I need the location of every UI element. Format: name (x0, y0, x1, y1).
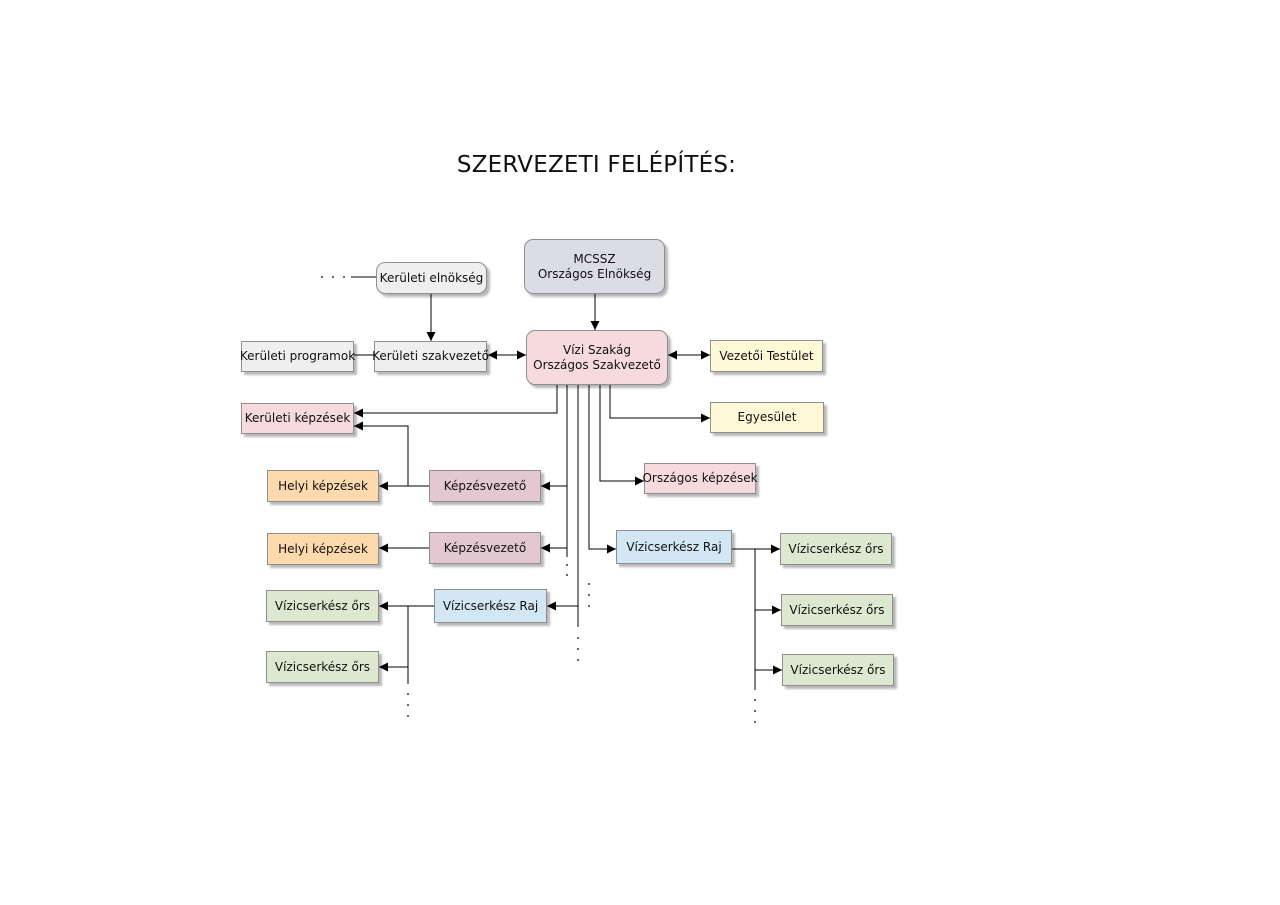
node-keruleti-kepzesek: Kerületi képzések (241, 403, 354, 434)
node-helyi-kepzesek-2: Helyi képzések (267, 533, 379, 565)
node-keruleti-elnokseg-label: Kerületi elnökség (379, 270, 484, 285)
edge-vizi-keruleti-kepzesek (354, 384, 558, 418)
node-keruleti-szakvezeto-label: Kerületi szakvezető (372, 349, 489, 363)
node-orszagos-kepzesek-label: Országos képzések (642, 471, 758, 485)
node-keruleti-szakvezeto: Kerületi szakvezető (372, 341, 489, 372)
node-keruleti-elnokseg: Kerületi elnökség (376, 262, 487, 294)
node-mcssz-line2: Országos Elnökség (537, 266, 652, 281)
node-kepzesvezeto-1-label: Képzésvezető (443, 478, 527, 493)
node-ors-left-2: Vízicserkész őrs (266, 651, 379, 683)
node-ors-left-1: Vízicserkész őrs (266, 590, 379, 622)
node-vizi-szakag-line2: Országos Szakvezető (533, 357, 661, 372)
node-raj-left-label: Vízicserkész Raj (442, 598, 539, 613)
node-egyesulet-label: Egyesület (737, 410, 797, 424)
node-helyi-kepzesek-1-label: Helyi képzések (278, 478, 368, 493)
node-mcssz-line1: MCSSZ (573, 251, 616, 266)
node-vizi-szakag-line1: Vízi Szakág (563, 342, 631, 357)
node-vezetoi-testulet-label: Vezetői Testület (719, 348, 814, 363)
node-ors-right-1-label: Vízicserkész őrs (788, 541, 884, 556)
continuation-dots (407, 564, 756, 723)
node-ors-right-3-label: Vízicserkész őrs (790, 662, 886, 677)
node-ors-right-2-label: Vízicserkész őrs (789, 602, 885, 617)
node-keruleti-kepzesek-label: Kerületi képzések (244, 411, 351, 425)
edge-vizi-orszagos-kepzesek (599, 384, 644, 486)
page-title: SZERVEZETI FELÉPÍTÉS: (456, 152, 737, 178)
edge-vizi-raj-right (588, 384, 616, 554)
node-raj-right-label: Vízicserkész Raj (626, 539, 722, 554)
node-orszagos-kepzesek: Országos képzések (642, 463, 758, 494)
node-kepzesvezeto-1: Képzésvezető (429, 470, 541, 502)
node-helyi-kepzesek-1: Helyi képzések (267, 470, 379, 502)
node-egyesulet: Egyesület (710, 402, 824, 433)
node-helyi-kepzesek-2-label: Helyi képzések (278, 541, 368, 556)
edge-vizi-egyesulet (609, 384, 710, 423)
node-vezetoi-testulet: Vezetői Testület (710, 340, 823, 372)
node-ors-right-3: Vízicserkész őrs (782, 654, 894, 686)
node-ors-right-2: Vízicserkész őrs (781, 594, 893, 626)
node-keruleti-programok: Kerületi programok (239, 341, 356, 372)
node-raj-right: Vízicserkész Raj (616, 530, 732, 564)
node-kepzesvezeto-2: Képzésvezető (429, 532, 541, 564)
node-keruleti-programok-label: Kerületi programok (239, 349, 356, 363)
node-ors-left-2-label: Vízicserkész őrs (274, 659, 371, 674)
node-ors-right-1: Vízicserkész őrs (780, 533, 892, 565)
edge-kv1-keruleti-kepzesek (354, 421, 409, 486)
node-kepzesvezeto-2-label: Képzésvezető (443, 540, 527, 555)
node-raj-left: Vízicserkész Raj (434, 589, 547, 623)
node-ors-left-1-label: Vízicserkész őrs (274, 598, 371, 613)
